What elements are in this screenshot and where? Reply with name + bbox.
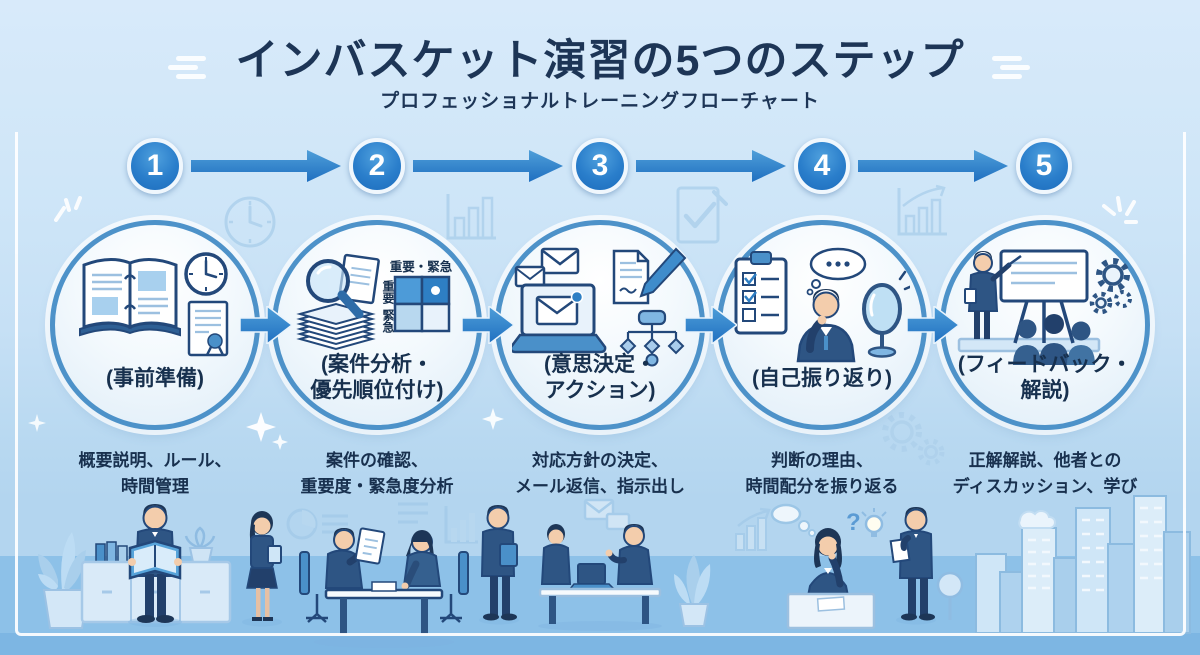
office-cabinet [80, 526, 232, 624]
potted-plant [38, 532, 90, 629]
open-binder-icon [79, 258, 181, 337]
lightbulb-icon [861, 508, 887, 537]
flow-arrow-icon [191, 150, 341, 182]
step-3-description: 対応方針の決定、 メール返信、指示出し [515, 451, 685, 496]
burst-lines-icon [1102, 196, 1138, 224]
sparkle-icon [28, 414, 46, 432]
growth-chart-watermark-icon [735, 507, 771, 551]
bar-chart-watermark-icon [444, 506, 478, 544]
standing-man-with-paper [889, 507, 936, 625]
svg-text:重要: 重要 [381, 279, 395, 305]
laptop-mail-icon [512, 283, 607, 354]
flow-arrow-icon [636, 150, 786, 182]
bar-chart-watermark-icon [446, 194, 496, 240]
gears-watermark-icon [882, 412, 945, 466]
step-connector-arrow-icon [240, 306, 292, 344]
question-mark-icon: ? [846, 509, 861, 536]
mirror-icon [862, 270, 910, 358]
gears-icon [1089, 258, 1132, 315]
title-decoration-left [168, 52, 206, 83]
woman-with-tablet [242, 511, 282, 627]
mail-icon [514, 247, 580, 288]
step-2-illustration: 重要・緊急 重要 緊急 [296, 253, 453, 351]
svg-text:緊急: 緊急 [381, 308, 395, 334]
step-3-illustration [512, 247, 687, 367]
checklist-icon [734, 251, 788, 335]
step-4-label: (自己振り返り) [752, 367, 892, 390]
step-2-description: 案件の確認、 重要度・緊急度分析 [300, 451, 454, 496]
step-3-circle: (意思決定・ アクション) [495, 220, 705, 430]
certificate-icon [187, 300, 229, 357]
sparkle-icon [246, 412, 276, 442]
sparkle-icon [482, 408, 504, 430]
city-skyline [975, 495, 1191, 634]
mail-watermark-icon [583, 498, 631, 531]
growth-chart-watermark-icon [897, 184, 947, 236]
meeting-table-pair [299, 527, 469, 648]
page-title: インバスケット演習の5つのステップ [235, 37, 965, 85]
step-1-label: (事前準備) [106, 367, 204, 390]
thinking-person-icon [796, 289, 856, 363]
step-number-badge-5: 5 [1016, 138, 1072, 194]
desk-laptop-pair [538, 524, 662, 631]
step-5-circle: (フィードバック・ 解説) [940, 220, 1150, 430]
sparkle-icon [272, 434, 288, 450]
step-2-circle: 重要・緊急 重要 緊急 (案件分析・ 優先順位付け) [272, 220, 482, 430]
standing-man-with-folder [479, 505, 519, 625]
priority-matrix-icon: 重要・緊急 重要 緊急 [381, 259, 453, 334]
step-5-illustration [957, 249, 1132, 365]
clock-watermark-icon [224, 196, 276, 248]
cloud-icon [1018, 510, 1056, 529]
step-3-label: (意思決定・ アクション) [544, 353, 656, 403]
step-5-description: 正解解説、他者との ディスカッション、学び [952, 451, 1138, 496]
step-number-badge-3: 3 [572, 138, 628, 194]
potted-plant [674, 554, 711, 627]
thought-bubble-icon [806, 247, 867, 296]
step-connector-arrow-icon [462, 306, 514, 344]
step-number-badge-2: 2 [349, 138, 405, 194]
step-number-badge-1: 1 [127, 138, 183, 194]
step-1-circle: (事前準備) [50, 220, 260, 430]
bottom-strip [0, 633, 1200, 655]
step-1-illustration [79, 252, 229, 357]
document-pen-icon [612, 247, 687, 305]
step-connector-arrow-icon [685, 306, 737, 344]
clock-icon [184, 252, 228, 296]
tree-icon [936, 571, 964, 620]
step-4-description: 判断の理由、 時間配分を振り返る [745, 451, 899, 496]
thinking-woman-at-desk: ? [770, 503, 887, 630]
reading-man [128, 504, 182, 627]
magnifier-icon [306, 259, 364, 319]
step-2-label: (案件分析・ 優先順位付け) [310, 353, 444, 403]
flowchart-icon [619, 309, 685, 367]
burst-lines-icon [54, 196, 82, 222]
pie-chart-watermark-icon [286, 508, 348, 540]
svg-text:重要・緊急: 重要・緊急 [390, 259, 453, 274]
step-connector-arrow-icon [907, 306, 959, 344]
audience-icon [1013, 314, 1095, 365]
check-document-watermark-icon [676, 186, 728, 244]
office-scene-illustration: ? [38, 495, 1191, 648]
step-4-circle: (自己振り返り) [717, 220, 927, 430]
page-subtitle: プロフェッショナルトレーニングフローチャート [380, 91, 820, 112]
flow-arrow-icon [413, 150, 563, 182]
flow-arrow-icon [858, 150, 1008, 182]
step-4-illustration [734, 247, 910, 363]
lines-watermark-icon [398, 502, 428, 524]
step-number-badge-4: 4 [794, 138, 850, 194]
step-5-label: (フィードバック・ 解説) [957, 353, 1133, 403]
title-decoration-right [992, 52, 1030, 83]
step-1-description: 概要説明、ルール、 時間管理 [78, 451, 232, 496]
document-stack-icon [296, 253, 380, 351]
